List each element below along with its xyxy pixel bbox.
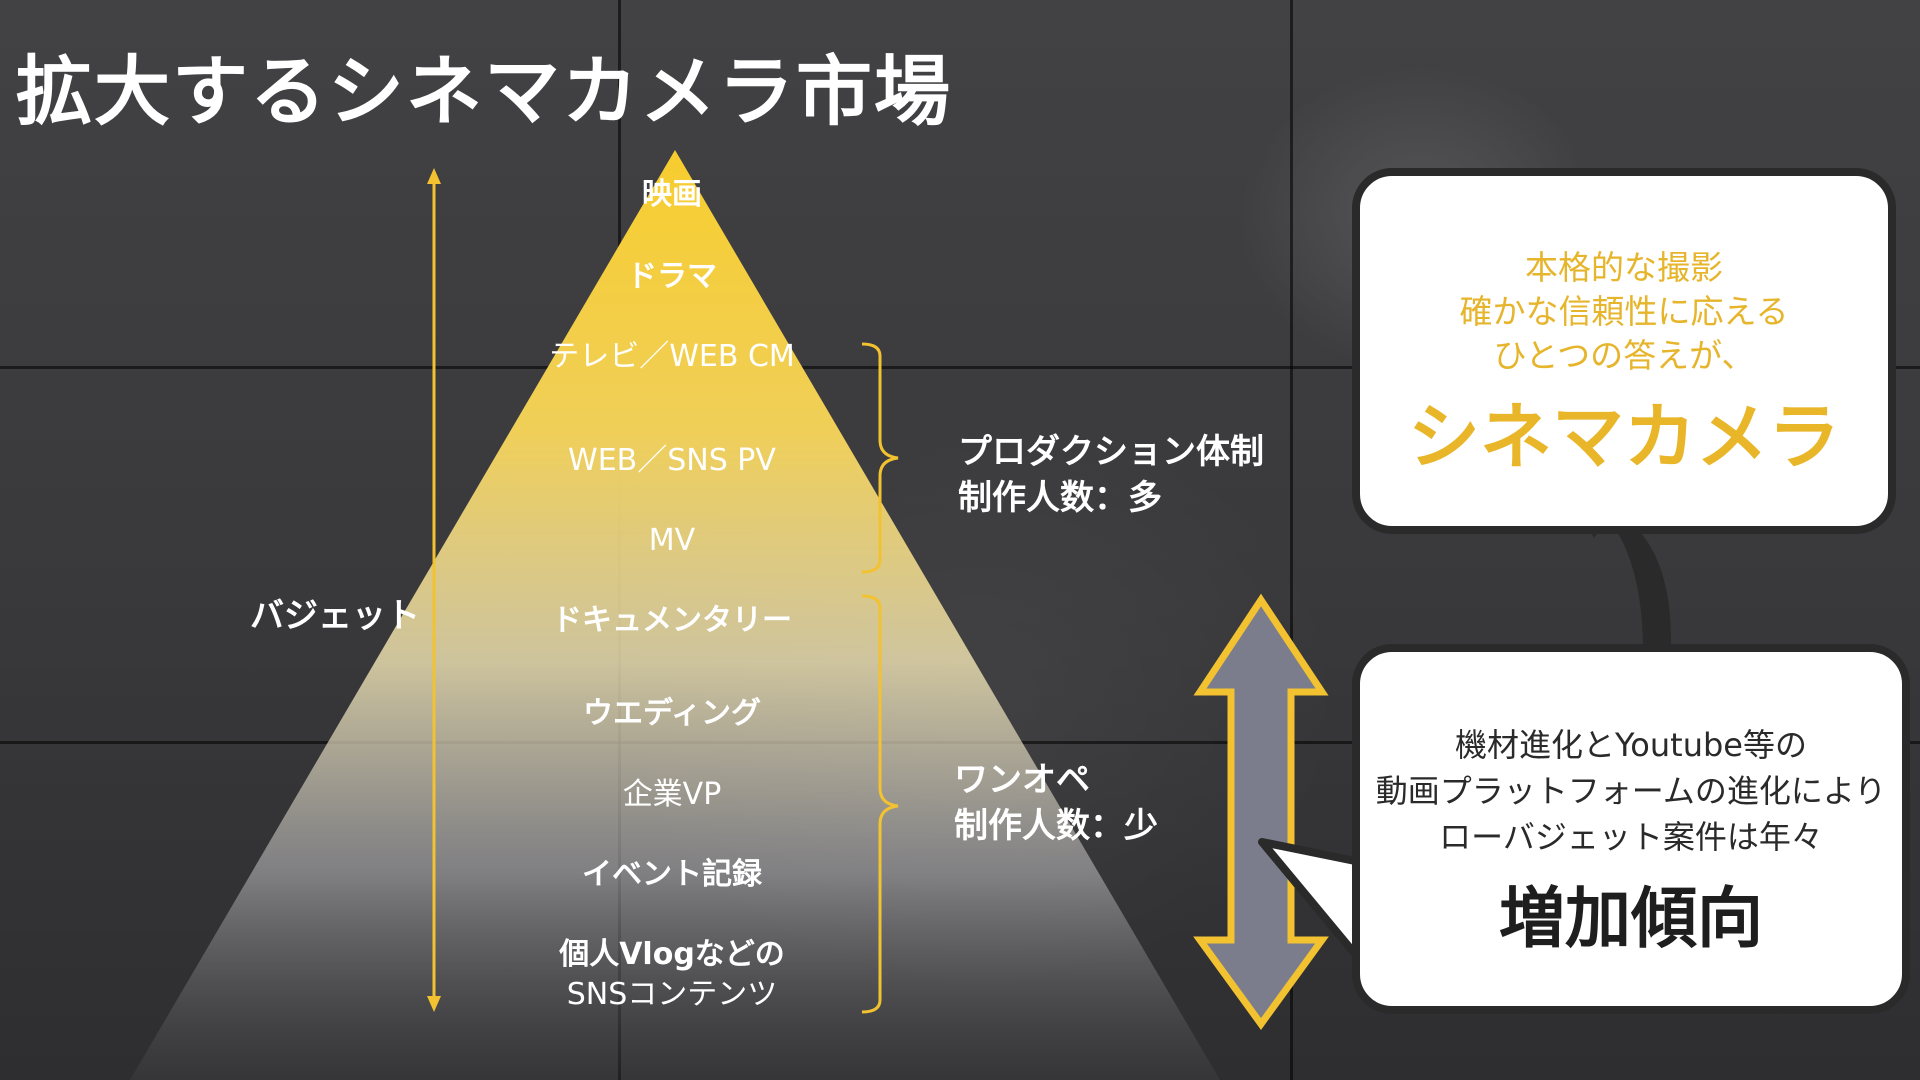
slide-title: 拡大するシネマカメラ市場 — [16, 47, 952, 136]
cinema-camera-callout: 本格的な撮影 確かな信頼性に応える ひとつの答えが、 シネマカメラ — [1352, 168, 1896, 534]
screen-seam-horizontal — [0, 366, 1920, 369]
callout-text-line: 機材進化とYoutube等の — [1455, 726, 1807, 764]
trend-callout: 機材進化とYoutube等の 動画プラットフォームの進化により ローバジェット案… — [1352, 644, 1910, 1014]
range-double-arrow-icon — [1193, 593, 1329, 1030]
one-op-bracket-icon — [861, 594, 899, 1014]
callout-text-line: 本格的な撮影 — [1525, 248, 1723, 287]
pyramid-level-label: SNSコンテンツ — [566, 977, 778, 1012]
pyramid-level-label: 企業VP — [622, 777, 722, 812]
pyramid-level-label: MV — [648, 523, 696, 558]
pyramid-level-label: ウエディング — [583, 696, 761, 731]
callout-text-line: 確かな信頼性に応える — [1459, 292, 1789, 331]
curved-up-arrow-icon — [1568, 486, 1672, 690]
pyramid-level-label: 映画 — [642, 177, 702, 212]
budget-pyramid — [130, 150, 1220, 1080]
callout-text-line: ローバジェット案件は年々 — [1439, 818, 1823, 856]
screen-seam-vertical — [1290, 0, 1293, 1080]
pyramid-level-label: ドキュメンタリー — [552, 603, 792, 638]
callout-headline: シネマカメラ — [1407, 395, 1840, 479]
pyramid-level-label: WEB／SNS PV — [568, 443, 776, 478]
callout-headline: 増加傾向 — [1499, 880, 1763, 957]
budget-arrow-icon — [427, 168, 441, 1012]
one-op-staff-label: 制作人数：少 — [954, 806, 1158, 846]
pyramid-level-label: 個人Vlogなどの — [559, 937, 785, 972]
pyramid-level-label: ドラマ — [627, 259, 717, 294]
callout-text-line: 動画プラットフォームの進化により — [1375, 772, 1887, 810]
budget-label: バジェット — [250, 596, 420, 636]
pyramid-level-label: イベント記録 — [582, 857, 762, 892]
production-label: プロダクション体制 — [958, 432, 1264, 472]
one-op-label: ワンオペ — [954, 760, 1090, 800]
callout-text-line: ひとつの答えが、 — [1493, 336, 1755, 375]
production-staff-label: 制作人数：多 — [958, 478, 1162, 518]
production-bracket-icon — [861, 342, 899, 574]
pyramid-level-label: テレビ／WEB CM — [549, 339, 795, 374]
